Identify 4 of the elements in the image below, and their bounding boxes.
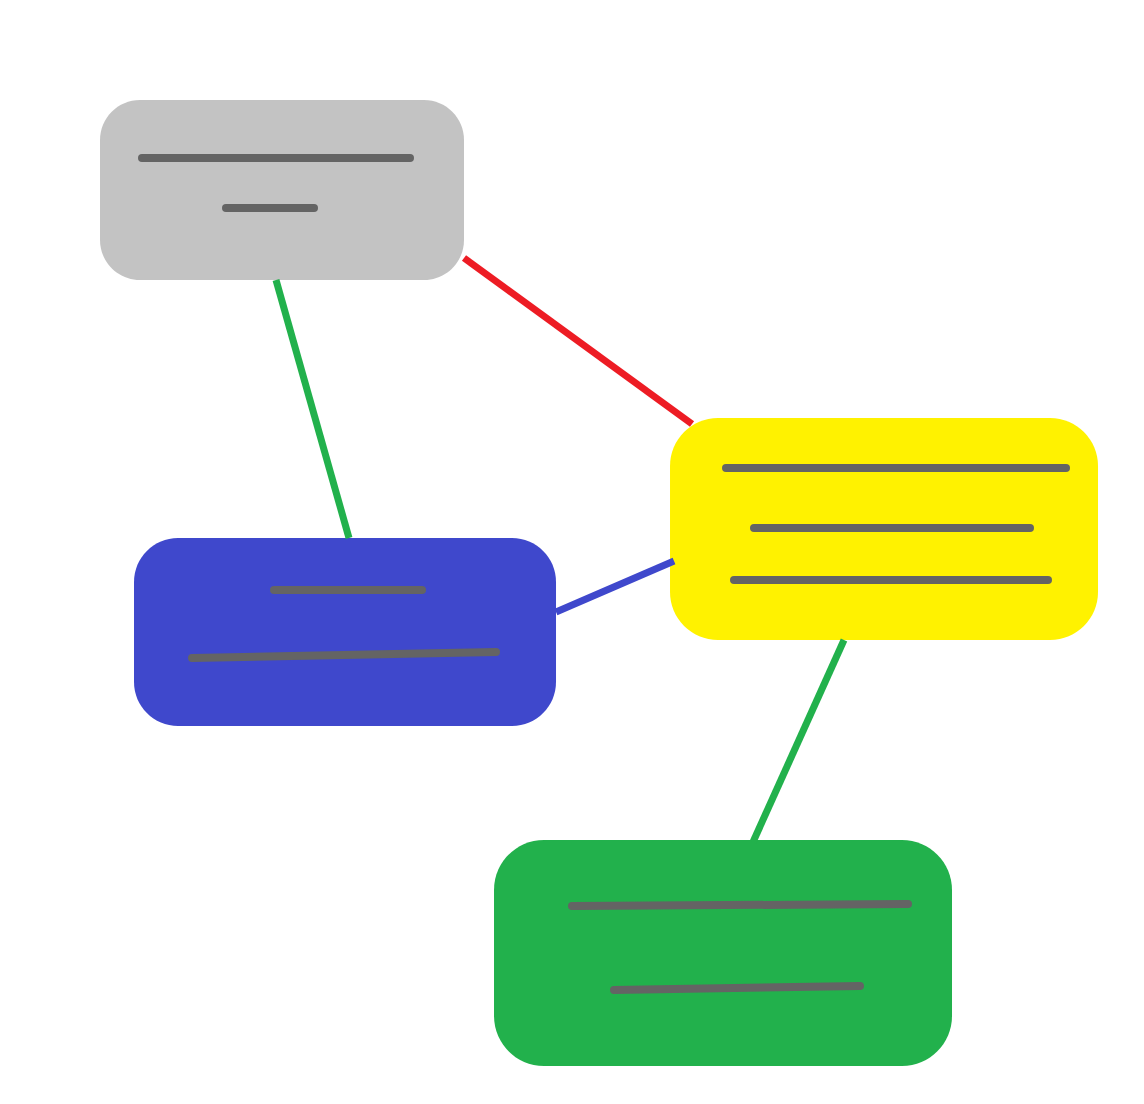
connector-line: [554, 557, 676, 616]
connector-line: [749, 638, 848, 844]
connector-line: [272, 279, 353, 539]
connector-line: [461, 255, 695, 427]
